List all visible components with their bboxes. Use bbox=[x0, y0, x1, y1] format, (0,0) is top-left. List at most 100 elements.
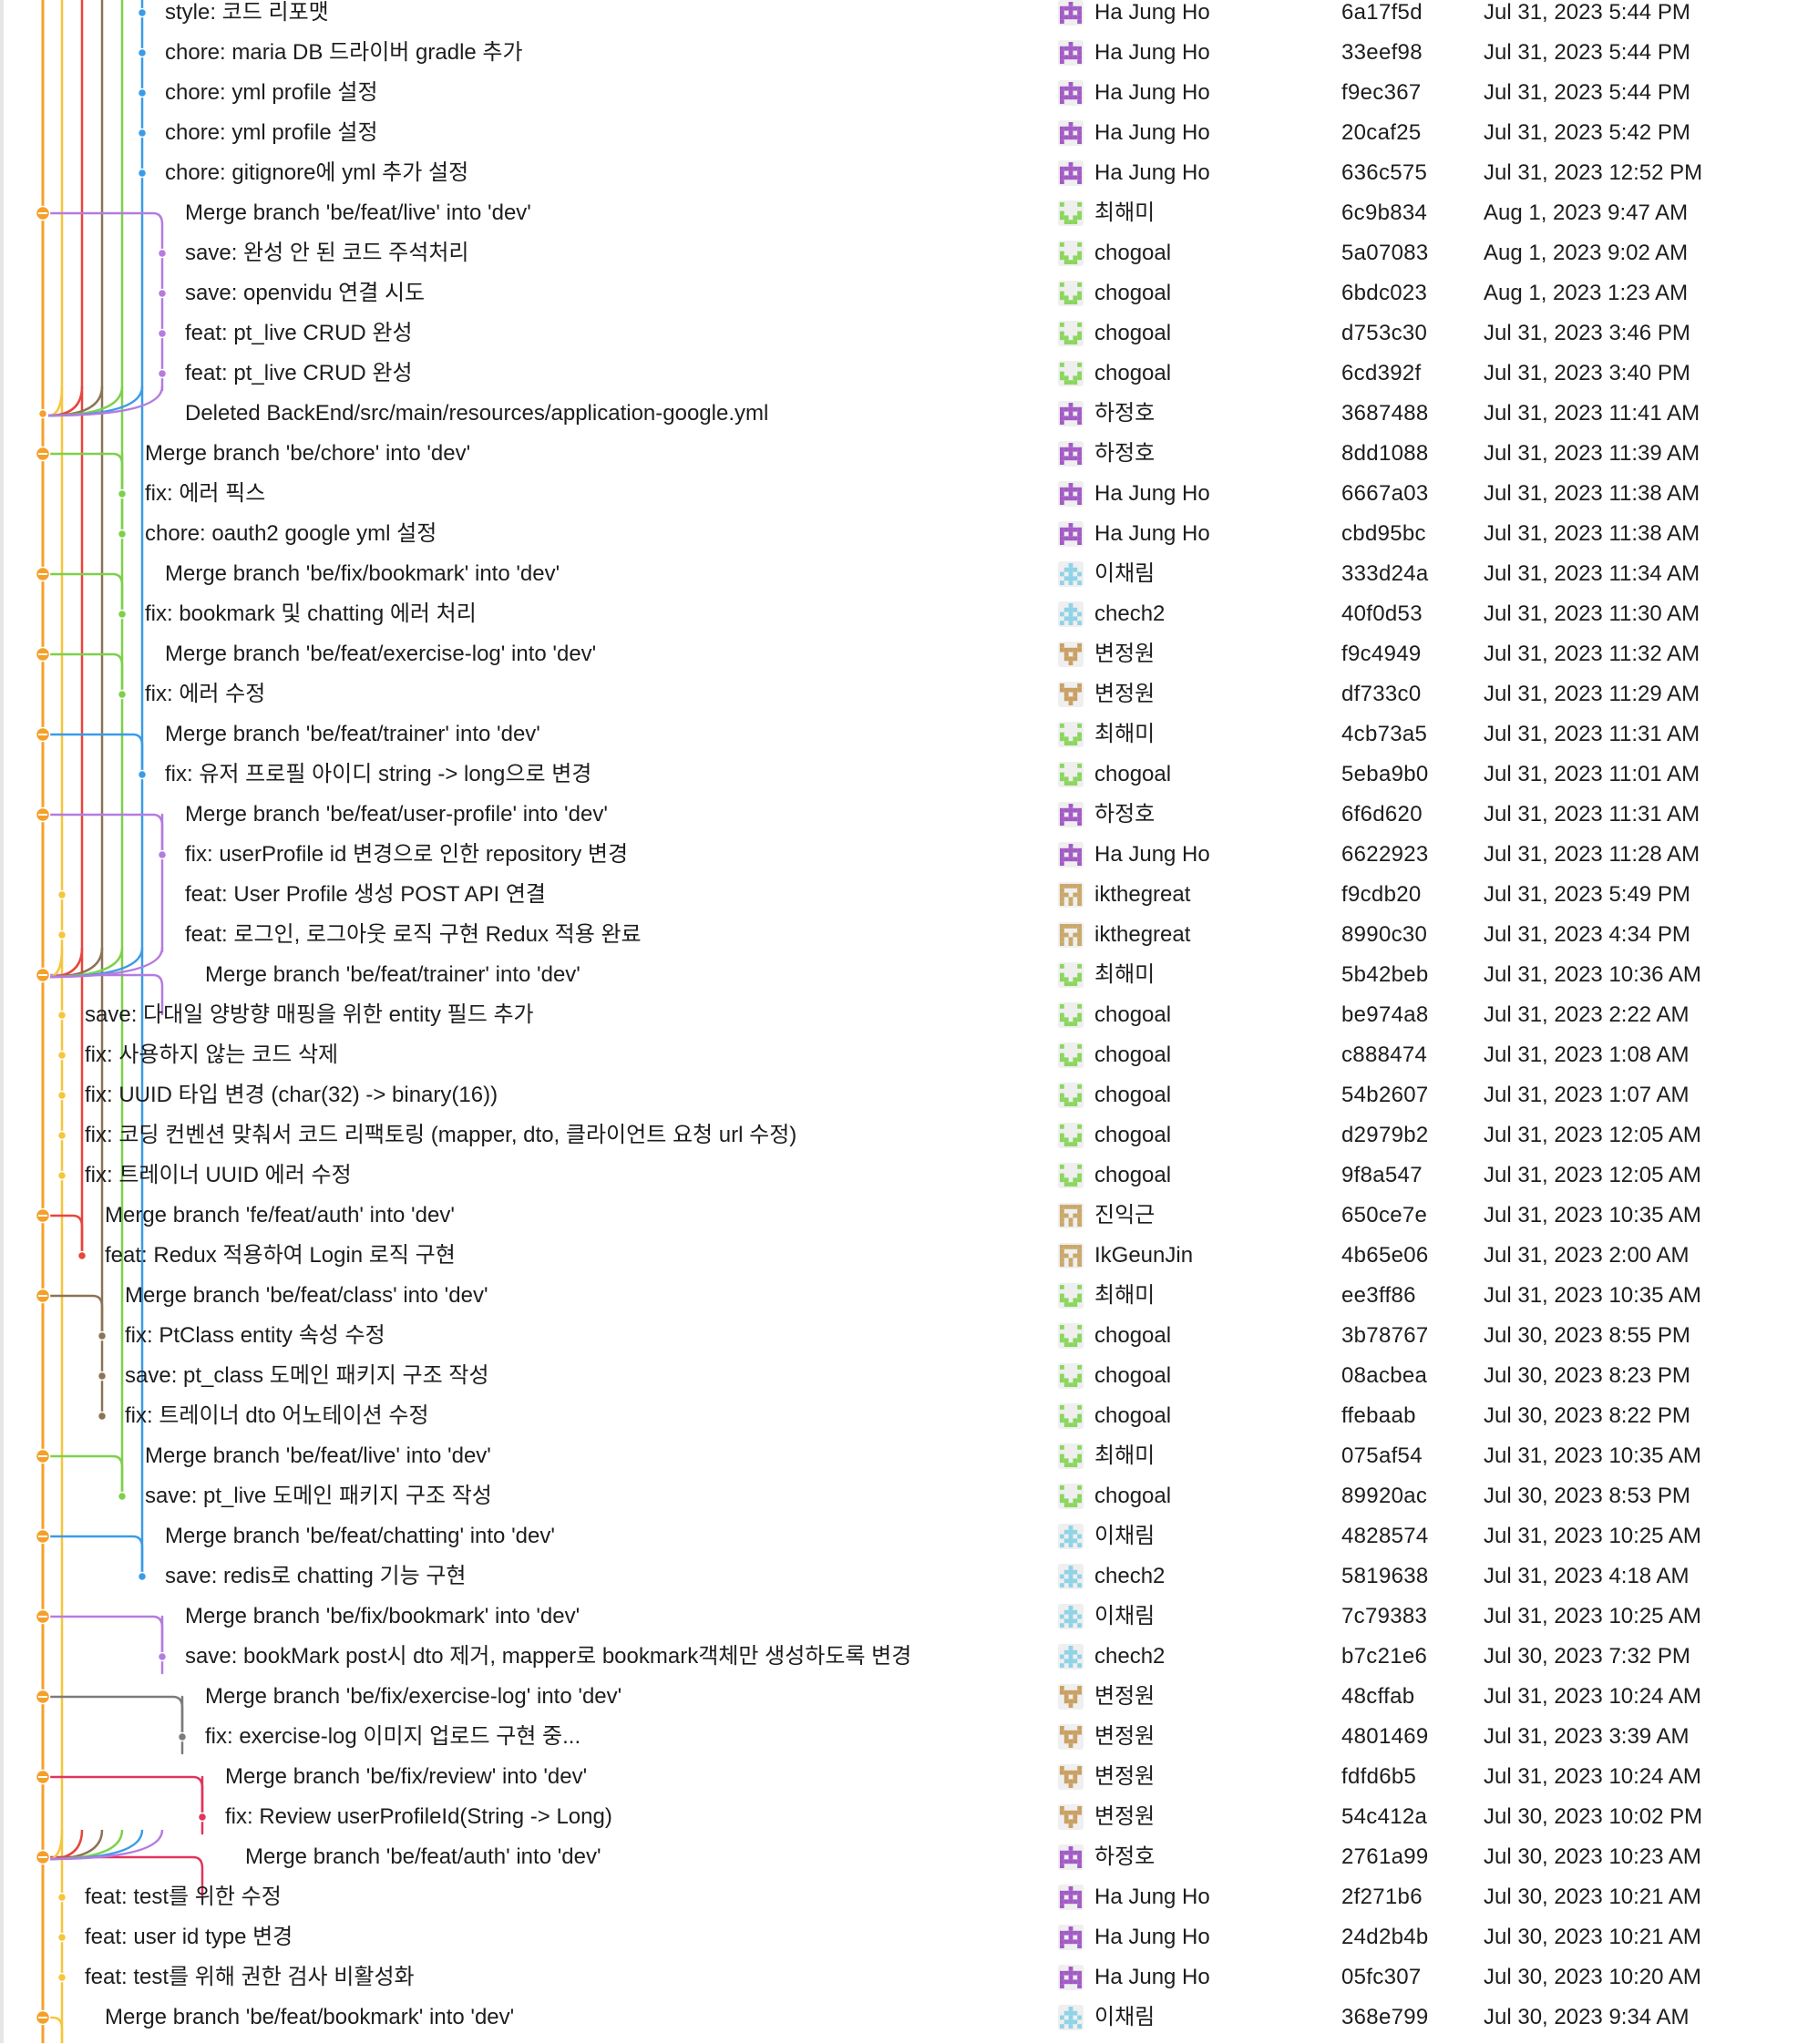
author-avatar-icon bbox=[1058, 1885, 1084, 1910]
commit-dot[interactable] bbox=[97, 1371, 108, 1381]
commit-dot[interactable] bbox=[56, 1972, 67, 1983]
merge-commit-row[interactable]: Merge branch 'be/feat/live' into 'dev'최해… bbox=[0, 1443, 1808, 1483]
commit-row[interactable]: fix: userProfile id 변경으로 인한 repository 변… bbox=[0, 841, 1808, 881]
merge-commit-row[interactable]: Merge branch 'be/feat/user-profile' into… bbox=[0, 801, 1808, 841]
commit-row[interactable]: save: bookMark post시 dto 제거, mapper로 boo… bbox=[0, 1643, 1808, 1683]
commit-date: Jul 31, 2023 11:32 AM bbox=[1484, 642, 1700, 666]
author-avatar-icon bbox=[1058, 601, 1084, 627]
commit-dot[interactable] bbox=[137, 128, 148, 139]
merge-commit-row[interactable]: Merge branch 'be/fix/review' into 'dev'변… bbox=[0, 1763, 1808, 1803]
commit-dot[interactable] bbox=[157, 248, 168, 259]
merge-commit-row[interactable]: Merge branch 'be/fix/exercise-log' into … bbox=[0, 1683, 1808, 1723]
commit-dot[interactable] bbox=[56, 1050, 67, 1061]
commit-dot[interactable] bbox=[56, 930, 67, 940]
commit-dot[interactable] bbox=[137, 769, 148, 780]
commit-dot[interactable] bbox=[117, 689, 128, 700]
commit-row[interactable]: fix: Review userProfileId(String -> Long… bbox=[0, 1803, 1808, 1844]
author-avatar-icon bbox=[1058, 1123, 1084, 1148]
merge-commit-row[interactable]: Merge branch 'be/feat/live' into 'dev'최해… bbox=[0, 200, 1808, 240]
commit-dot[interactable] bbox=[56, 1090, 67, 1101]
merge-commit-row[interactable]: Merge branch 'be/feat/auth' into 'dev'하정… bbox=[0, 1844, 1808, 1884]
commit-dot[interactable] bbox=[77, 1250, 87, 1261]
merge-commit-row[interactable]: Merge branch 'be/feat/chatting' into 'de… bbox=[0, 1523, 1808, 1563]
commit-dot[interactable] bbox=[56, 1932, 67, 1943]
commit-row[interactable]: Deleted BackEnd/src/main/resources/appli… bbox=[0, 400, 1808, 440]
commit-hash: 05fc307 bbox=[1341, 1965, 1422, 1989]
commit-dot[interactable] bbox=[137, 168, 148, 179]
commit-dot[interactable] bbox=[137, 1571, 148, 1582]
commit-dot[interactable] bbox=[137, 87, 148, 98]
commit-row[interactable]: fix: UUID 타입 변경 (char(32) -> binary(16))… bbox=[0, 1082, 1808, 1122]
commit-dot[interactable] bbox=[117, 488, 128, 499]
commit-author: 최해미 bbox=[1094, 1283, 1156, 1308]
commit-dot[interactable] bbox=[117, 529, 128, 539]
commit-dot[interactable] bbox=[56, 1892, 67, 1903]
commit-dot[interactable] bbox=[137, 7, 148, 18]
commit-dot[interactable] bbox=[157, 1651, 168, 1662]
author-avatar-icon bbox=[1058, 1443, 1084, 1469]
author-avatar-icon bbox=[1058, 521, 1084, 547]
commit-dot[interactable] bbox=[157, 328, 168, 339]
commit-row[interactable]: fix: 코딩 컨벤션 맞춰서 코드 리팩토링 (mapper, dto, 클라… bbox=[0, 1122, 1808, 1162]
commit-dot[interactable] bbox=[157, 849, 168, 860]
commit-dot[interactable] bbox=[157, 288, 168, 299]
merge-commit-row[interactable]: Merge branch 'fe/feat/auth' into 'dev'진익… bbox=[0, 1202, 1808, 1242]
commit-dot[interactable] bbox=[137, 47, 148, 58]
commit-dot[interactable] bbox=[97, 1411, 108, 1422]
commit-dot[interactable] bbox=[197, 1812, 208, 1823]
merge-commit-row[interactable]: Merge branch 'be/fix/bookmark' into 'dev… bbox=[0, 560, 1808, 601]
merge-commit-row[interactable]: Merge branch 'be/feat/bookmark' into 'de… bbox=[0, 2004, 1808, 2044]
commit-dot[interactable] bbox=[117, 609, 128, 620]
merge-commit-row[interactable]: Merge branch 'be/feat/exercise-log' into… bbox=[0, 641, 1808, 681]
author-avatar-icon bbox=[1058, 80, 1084, 106]
merge-commit-row[interactable]: Merge branch 'be/feat/class' into 'dev'최… bbox=[0, 1282, 1808, 1322]
commit-author: 변정원 bbox=[1094, 1764, 1156, 1789]
merge-commit-row[interactable]: Merge branch 'be/fix/bookmark' into 'dev… bbox=[0, 1603, 1808, 1643]
merge-commit-row[interactable]: Merge branch 'be/feat/trainer' into 'dev… bbox=[0, 721, 1808, 761]
commit-dot[interactable] bbox=[157, 368, 168, 379]
merge-commit-row[interactable]: Merge branch 'be/feat/trainer' into 'dev… bbox=[0, 961, 1808, 1001]
commit-dot[interactable] bbox=[56, 1170, 67, 1181]
commit-dot[interactable] bbox=[56, 1010, 67, 1021]
commit-author: chogoal bbox=[1094, 1123, 1172, 1147]
commit-hash: 5eba9b0 bbox=[1341, 762, 1429, 786]
commit-dot[interactable] bbox=[117, 1491, 128, 1502]
commit-dot[interactable] bbox=[56, 1130, 67, 1141]
graph-merge-curve bbox=[43, 813, 164, 855]
commit-dot[interactable] bbox=[37, 408, 48, 419]
commit-dot[interactable] bbox=[177, 1731, 188, 1742]
commit-dot[interactable] bbox=[56, 889, 67, 900]
author-avatar-icon bbox=[1058, 401, 1084, 426]
commit-dot[interactable] bbox=[97, 1330, 108, 1341]
